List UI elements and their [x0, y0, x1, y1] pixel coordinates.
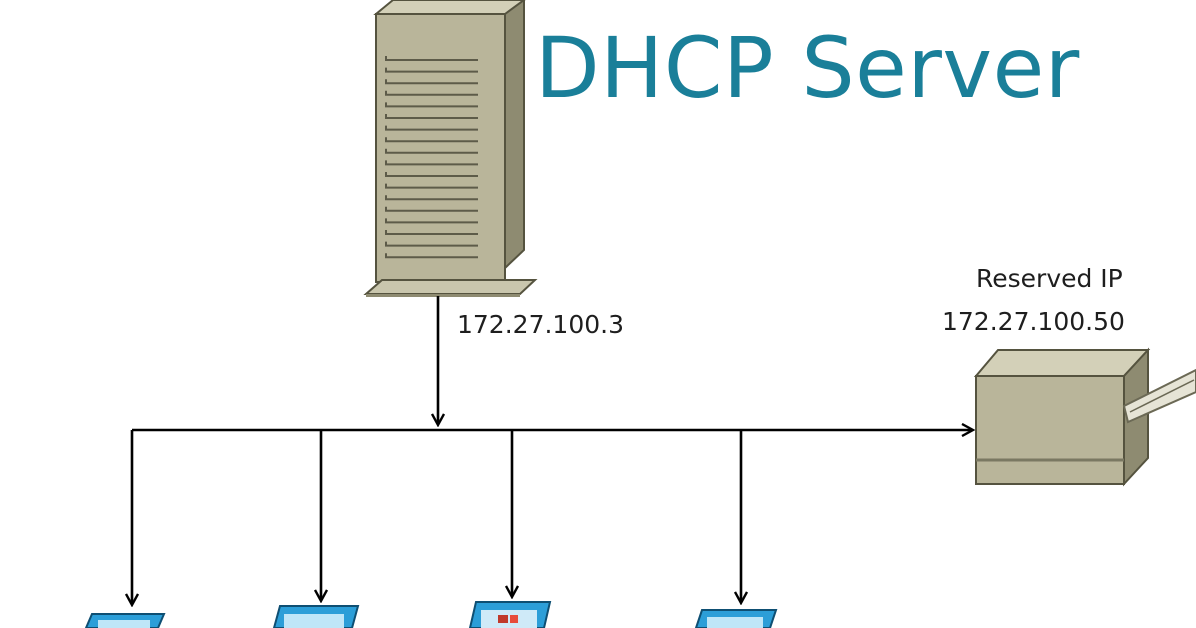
server-vent-slot [385, 195, 478, 201]
server-ip-label: 172.27.100.3 [457, 310, 624, 339]
server-vent-slot [385, 253, 478, 259]
server-vent-slot [385, 172, 478, 177]
server-vent-slot [385, 56, 478, 61]
server-vent-slot [385, 183, 478, 189]
server-vent-slot [385, 148, 478, 154]
server-vent-slot [385, 230, 478, 235]
server-vent-slot [385, 125, 478, 131]
computer-monitor-icon [272, 605, 360, 628]
connection-lines [132, 296, 972, 604]
server-vent-slot [385, 160, 478, 166]
server-vent-slot [385, 67, 478, 73]
computer-monitor-icon [694, 609, 778, 628]
server-vent-slot [385, 241, 478, 247]
reserved-ip-label: Reserved IP [976, 264, 1123, 293]
server-vent-slot [385, 90, 478, 96]
printer-icon [973, 347, 1196, 487]
server-vent-slot [385, 114, 478, 119]
server-vent-slot [385, 102, 478, 108]
server-vent-slot [385, 218, 478, 224]
server-vent-slot [385, 79, 478, 85]
server-vent-slot [385, 137, 478, 143]
server-tower-icon [363, 0, 538, 297]
computer-monitor-icon [84, 613, 166, 628]
server-vent-slot [385, 206, 478, 212]
diagram-title: DHCP Server [535, 19, 1080, 117]
computer-monitor-icon [468, 601, 552, 628]
printer-ip-label: 172.27.100.50 [942, 307, 1125, 336]
